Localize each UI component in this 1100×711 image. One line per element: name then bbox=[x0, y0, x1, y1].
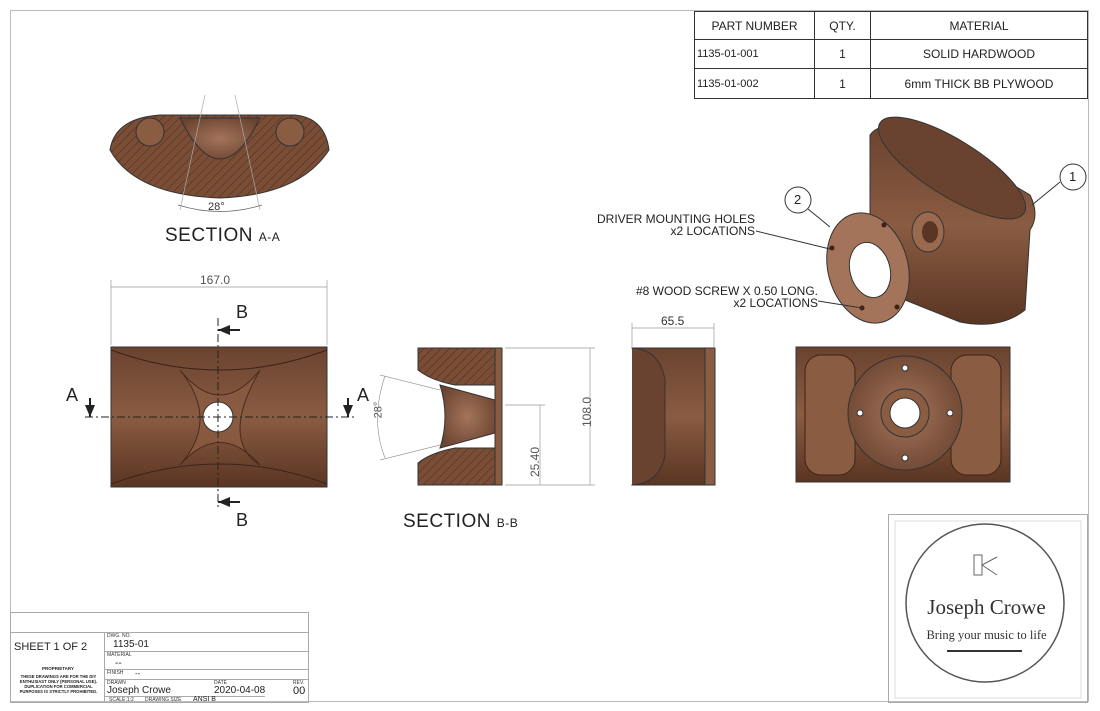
material-label: MATERIAL bbox=[107, 652, 132, 658]
drawing-border bbox=[10, 10, 1089, 702]
side-view bbox=[631, 323, 716, 486]
title-block: SHEET 1 OF 2 PROPRIETARY THESE DRAWINGS … bbox=[10, 612, 309, 703]
section-bb-angle: 28° bbox=[372, 401, 385, 419]
section-bb-title: SECTION bbox=[403, 511, 491, 532]
header-material: MATERIAL bbox=[870, 11, 1088, 40]
cell-part-number: 1135-01-002 bbox=[694, 68, 815, 99]
section-aa-title: SECTION bbox=[165, 225, 253, 246]
balloon-1-label: 1 bbox=[1069, 169, 1077, 184]
cut-a-right: A bbox=[357, 385, 370, 405]
drawn-by: Joseph Crowe bbox=[107, 685, 171, 696]
throat-dimension: 25.40 bbox=[528, 446, 543, 478]
table-row: 1135-01-002 1 6mm THICK BB PLYWOOD bbox=[694, 68, 1088, 99]
cut-b-top: B bbox=[236, 302, 249, 322]
scale: SCALE:1:2 bbox=[109, 697, 134, 703]
balloon-2-label: 2 bbox=[794, 192, 802, 207]
logo-box: Joseph Crowe Bring your music to life bbox=[888, 514, 1088, 703]
cut-a-left: A bbox=[66, 385, 79, 405]
date-label: DATE bbox=[214, 680, 227, 686]
width-dimension: 167.0 bbox=[200, 273, 231, 287]
finish-value: -- bbox=[135, 669, 141, 678]
driver-holes-note: DRIVER MOUNTING HOLES x2 LOCATIONS bbox=[560, 213, 755, 237]
cell-material: 6mm THICK BB PLYWOOD bbox=[870, 68, 1088, 99]
wood-screw-note: #8 WOOD SCREW X 0.50 LONG. x2 LOCATIONS bbox=[560, 285, 818, 309]
header-qty: QTY. bbox=[814, 11, 871, 40]
front-view bbox=[85, 280, 355, 510]
cell-material: SOLID HARDWOOD bbox=[870, 39, 1088, 69]
height-dimension: 108.0 bbox=[580, 396, 595, 428]
date-value: 2020-04-08 bbox=[214, 685, 266, 696]
parts-table: PART NUMBER QTY. MATERIAL 1135-01-001 1 … bbox=[694, 11, 1088, 99]
proprietary-text: THESE DRAWINGS ARE FOR THE DIY ENTHUSIAS… bbox=[19, 674, 98, 694]
sheet-number: SHEET 1 OF 2 bbox=[14, 641, 88, 653]
balloon-1 bbox=[1059, 163, 1087, 191]
section-bb-suffix: B-B bbox=[496, 516, 519, 530]
isometric-view bbox=[826, 116, 1036, 325]
table-row: 1135-01-001 1 SOLID HARDWOOD bbox=[694, 39, 1088, 69]
logo-tagline: Bring your music to life bbox=[926, 628, 1047, 642]
parts-table-header: PART NUMBER QTY. MATERIAL bbox=[694, 11, 1088, 40]
material-value: -- bbox=[115, 658, 122, 669]
section-bb-view bbox=[377, 347, 595, 486]
screw-note-line2: x2 LOCATIONS bbox=[733, 296, 818, 310]
drawn-label: DRAWN bbox=[107, 680, 126, 686]
section-aa-view bbox=[109, 94, 330, 212]
logo-name: Joseph Crowe bbox=[927, 595, 1046, 619]
dwg-no: 1135-01 bbox=[113, 639, 149, 650]
finish-label: FINISH bbox=[107, 670, 124, 676]
screw-note-line1: #8 WOOD SCREW X 0.50 LONG. bbox=[635, 284, 818, 298]
driver-note-line1: DRIVER MOUNTING HOLES bbox=[596, 212, 755, 226]
driver-note-line2: x2 LOCATIONS bbox=[670, 224, 755, 238]
proprietary-title: PROPRIETARY bbox=[41, 666, 74, 671]
section-aa-label: SECTION A-A bbox=[165, 225, 280, 247]
cell-qty: 1 bbox=[814, 68, 871, 99]
rev-label: REV. bbox=[293, 680, 305, 686]
drawing-size-label: DRAWING SIZE bbox=[145, 697, 182, 703]
section-aa-suffix: A-A bbox=[258, 230, 281, 244]
balloon-2 bbox=[784, 186, 812, 214]
section-bb-label: SECTION B-B bbox=[403, 511, 518, 533]
dwg-no-label: DWG. NO. bbox=[107, 633, 131, 639]
drawing-size: ANSI B bbox=[193, 696, 216, 703]
back-view bbox=[795, 346, 1011, 483]
depth-dimension: 65.5 bbox=[661, 314, 685, 328]
section-aa-angle: 28° bbox=[208, 201, 225, 213]
rev-value: 00 bbox=[293, 685, 306, 697]
cut-b-bottom: B bbox=[236, 510, 249, 530]
logo-mark bbox=[894, 520, 1082, 699]
